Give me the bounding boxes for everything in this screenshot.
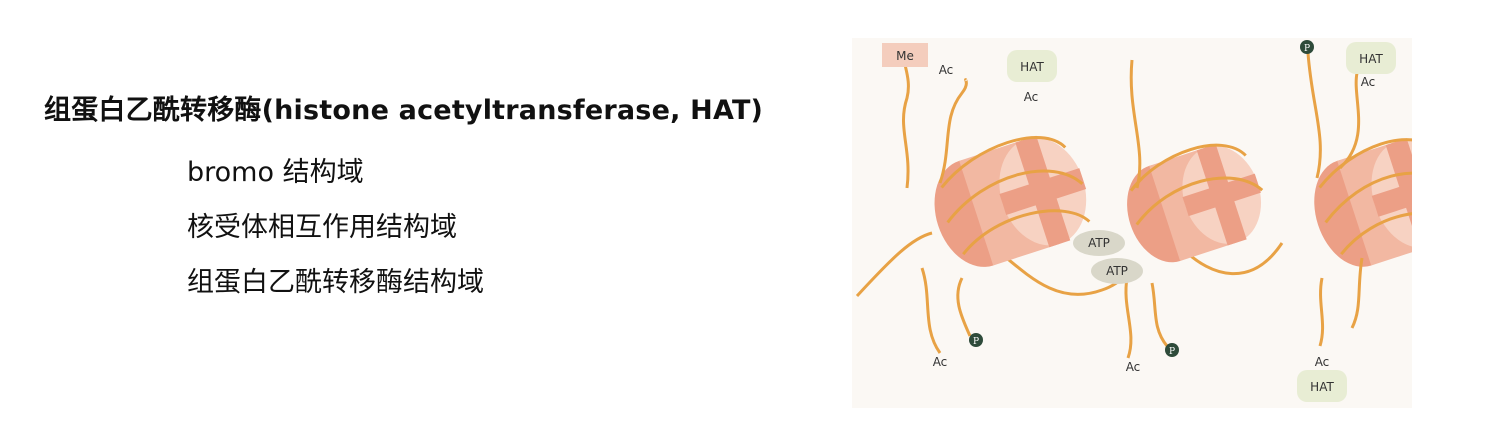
atp-1: [1073, 230, 1125, 256]
phospho-icon: [969, 333, 983, 347]
nucleosome-2: [1127, 143, 1264, 263]
linker-dna-left: [855, 231, 933, 298]
tail-3d: [1350, 257, 1364, 329]
domain-item-hat: 组蛋白乙酰转移酶结构域: [187, 267, 484, 298]
hat-label-1: HAT: [1020, 60, 1044, 74]
heading: 组蛋白乙酰转移酶(histone acetyltransferase, HAT): [44, 95, 764, 126]
tail-1d: [956, 277, 972, 337]
tail-2a: [1129, 59, 1142, 189]
tail-3c: [1318, 277, 1325, 347]
nucleosome-diagram: Me HAT HAT HAT ATP ATP Ac Ac Ac Ac Ac Ac…: [852, 38, 1412, 408]
dna-wrap: [1129, 143, 1264, 226]
phospho-icon: [1165, 343, 1179, 357]
histone-tails: [902, 52, 1364, 359]
atp-label-1: ATP: [1088, 236, 1110, 250]
phospho-label: P: [1304, 44, 1310, 54]
methyl-box: [882, 43, 928, 67]
tail-3a: [1306, 52, 1322, 179]
dna-wrap: [1318, 138, 1412, 256]
tail-3b: [1338, 72, 1361, 170]
tail-2c: [1150, 282, 1169, 347]
nucleosome-svg: Me HAT HAT HAT ATP ATP Ac Ac Ac Ac Ac Ac…: [852, 38, 1412, 408]
linker-dna-2: [1180, 242, 1284, 276]
ac-label-1: Ac: [939, 63, 954, 77]
nucleosome-3: [1314, 138, 1412, 267]
text-block: 组蛋白乙酰转移酶(histone acetyltransferase, HAT)…: [44, 88, 764, 298]
nucleosome-1: [934, 135, 1091, 267]
histone-face: [1371, 140, 1412, 248]
hat-box-2: [1346, 42, 1396, 74]
atp-label-2: ATP: [1106, 264, 1128, 278]
hat-box-3: [1297, 370, 1347, 402]
histone-face-pattern: [1371, 138, 1412, 250]
phospho-marker-3: P: [1300, 40, 1314, 54]
ac-label-3: Ac: [1361, 75, 1376, 89]
hat-label-3: HAT: [1310, 380, 1334, 394]
hat-box-1: [1007, 50, 1057, 82]
ac-label-5: Ac: [1126, 360, 1141, 374]
dna-wrap: [940, 136, 1091, 256]
ac-label-6: Ac: [1315, 355, 1330, 369]
phospho-marker-1: P: [969, 333, 983, 347]
tail-2b: [1124, 277, 1133, 359]
atp-2: [1091, 258, 1143, 284]
ac-label-4: Ac: [933, 355, 948, 369]
histone-face-pattern: [999, 135, 1087, 248]
tail-1c: [920, 267, 942, 354]
histone-face-pattern: [1182, 144, 1261, 246]
phospho-marker-2: P: [1165, 343, 1179, 357]
domain-item-nuclear-receptor: 核受体相互作用结构域: [187, 212, 457, 243]
domain-item-bromo: bromo 结构域: [187, 157, 364, 188]
ac-label-2: Ac: [1024, 90, 1039, 104]
methyl-label: Me: [896, 49, 914, 63]
hat-label-2: HAT: [1359, 52, 1383, 66]
phospho-label: P: [973, 337, 979, 347]
phospho-label: P: [1169, 347, 1175, 357]
phospho-icon: [1300, 40, 1314, 54]
